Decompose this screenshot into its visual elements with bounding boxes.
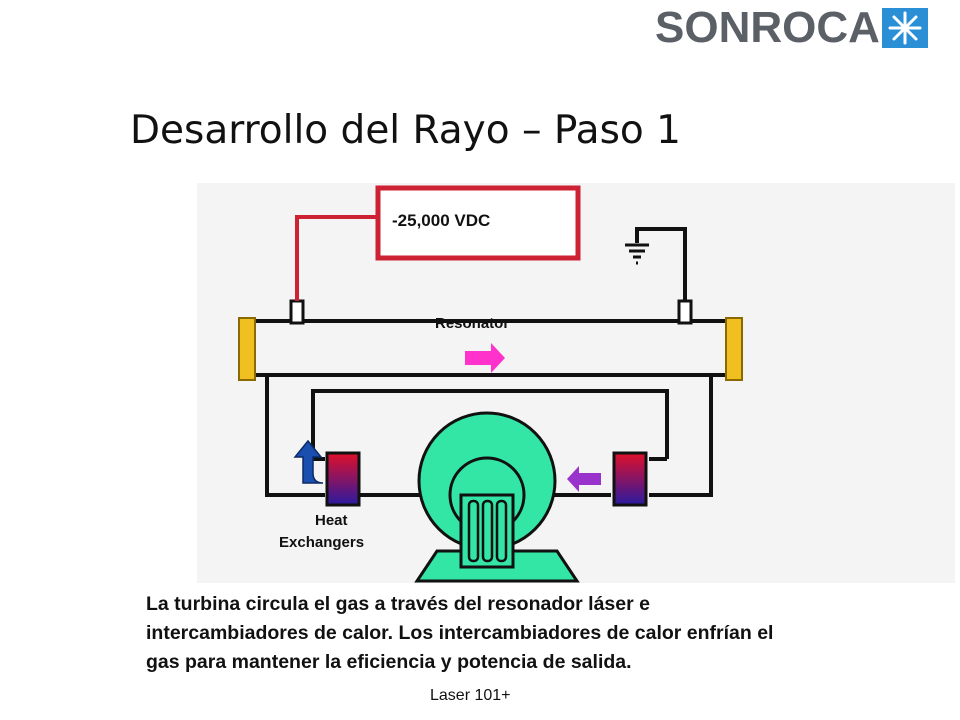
footer-text: Laser 101+ — [430, 687, 511, 704]
output-mirror — [725, 317, 743, 381]
laser-gas-circulation-diagram: -25,000 VDC Resonator Heat — [197, 183, 955, 583]
snowflake-star-icon — [881, 8, 928, 48]
sonroca-logo: SONROCA — [655, 6, 928, 50]
turbine — [414, 411, 580, 583]
heat-exchanger-right — [612, 451, 648, 507]
heat-exchangers-label-line1: Heat — [315, 512, 348, 529]
ground-symbol-icon — [625, 243, 649, 265]
gas-loop-left — [265, 375, 325, 497]
flow-arrow-up-icon — [293, 439, 324, 484]
ground-wire — [635, 227, 687, 301]
flow-arrow-right-icon — [465, 343, 505, 373]
heat-exchangers-label-line2: Exchangers — [279, 534, 364, 551]
rear-mirror — [238, 317, 256, 381]
electrode-left — [289, 299, 305, 325]
heat-exchanger-left — [325, 451, 361, 507]
flow-arrow-left-icon — [567, 466, 601, 492]
description-text: La turbina circula el gas a través del r… — [146, 593, 774, 673]
inner-gas-loop — [311, 389, 669, 459]
resonator-label: Resonator — [435, 315, 509, 332]
voltage-box — [375, 185, 581, 261]
gas-loop-right — [649, 375, 713, 497]
electrode-right — [677, 299, 693, 325]
logo-text: SONROCA — [655, 3, 880, 52]
high-voltage-wire — [295, 215, 378, 301]
voltage-label: -25,000 VDC — [392, 211, 490, 230]
slide-title: Desarrollo del Rayo – Paso 1 — [130, 108, 681, 153]
